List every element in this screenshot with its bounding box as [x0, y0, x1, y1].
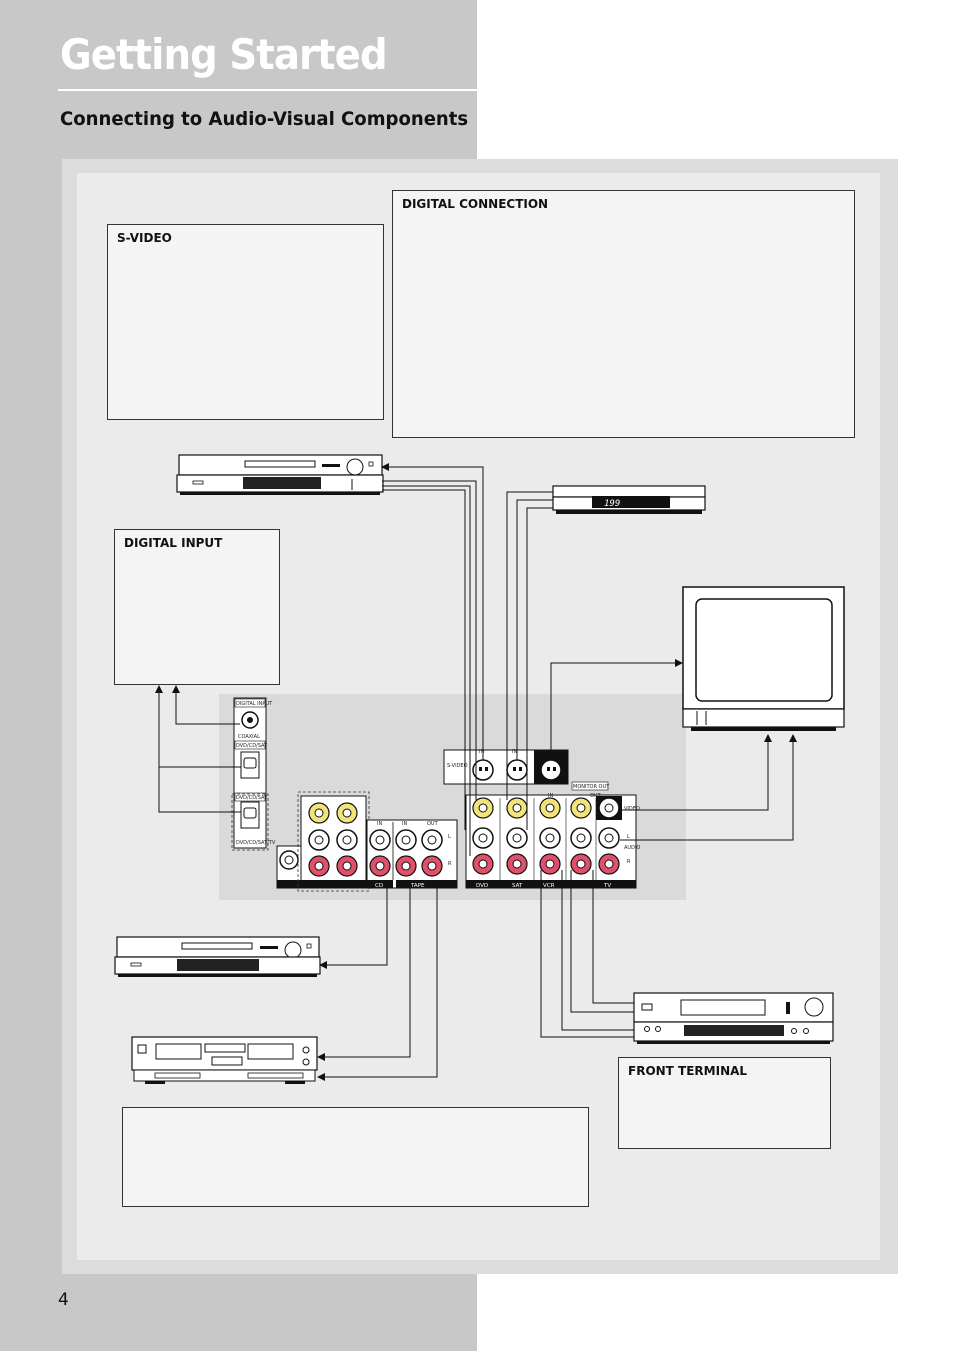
receiver-svideo-video-block: S-VIDEO IN IN MONITOR OUT IN OUT: [443, 749, 640, 889]
front-terminal-note-box: FRONT TERMINAL: [618, 1057, 831, 1149]
video-out-text: OUT: [590, 793, 602, 799]
section-cd-label: CD: [375, 883, 383, 889]
cd-tape-l-text: L: [448, 834, 451, 840]
section-dvd-label: DVD: [476, 883, 488, 889]
video-block-r-text: R: [627, 859, 631, 865]
digital-input-terminal-column: DIGITAL INPUT COAXIAL DVD/CD/SAT DVD/CD/…: [231, 697, 276, 851]
section-tape-label: TAPE: [410, 883, 425, 889]
bottom-note-box: [122, 1107, 589, 1207]
section-vcr-label: VCR: [543, 883, 555, 889]
cd-tape-r-text: R: [448, 861, 452, 867]
receiver-cd-tape-block: IN IN OUT L R CD TAPE: [366, 819, 458, 889]
tape-out-text: OUT: [427, 821, 439, 827]
digital-input-note-label: DIGITAL INPUT: [124, 536, 223, 550]
monitor-out-text: MONITOR OUT: [573, 784, 610, 790]
cassette-deck-device: [131, 1036, 318, 1084]
svideo-in1-text: IN: [479, 749, 484, 755]
video-in3-text: IN: [548, 793, 553, 799]
optical1-text: DVD/CD/SAT: [236, 743, 268, 749]
tape-in-text: IN: [402, 821, 407, 827]
svideo-note-label: S-VIDEO: [117, 231, 172, 245]
optical3-text: DVD/CD/SAT/TV: [236, 840, 276, 846]
page-number: 4: [58, 1290, 69, 1310]
optical2-text: DVD/CD/SAT: [236, 795, 268, 801]
svideo-note-box: S-VIDEO: [107, 224, 384, 420]
digital-connection-note-label: DIGITAL CONNECTION: [402, 197, 549, 211]
video-text: VIDEO: [624, 806, 640, 812]
satellite-display-readout: 199: [604, 499, 620, 509]
section-tv-label: TV: [603, 883, 611, 889]
cd-in-text: IN: [377, 821, 382, 827]
satellite-receiver-device: 199: [552, 485, 706, 514]
digital-input-header-text: DIGITAL INPUT: [236, 701, 273, 707]
front-terminal-note-label: FRONT TERMINAL: [628, 1064, 748, 1078]
svideo-in2-text: IN: [512, 749, 517, 755]
svideo-text: S-VIDEO: [447, 763, 468, 769]
dvd-player-device: [176, 454, 384, 495]
cd-player-device: [114, 936, 321, 977]
audio-text: AUDIO: [624, 845, 640, 851]
section-sat-label: SAT: [512, 883, 523, 889]
digital-input-note-box: DIGITAL INPUT: [114, 529, 280, 685]
digital-connection-note-box: DIGITAL CONNECTION: [392, 190, 855, 438]
television-device: [682, 586, 845, 731]
connection-cables: [155, 463, 797, 1081]
title-rule: [58, 89, 477, 91]
video-block-l-text: L: [627, 834, 630, 840]
page-subtitle: Connecting to Audio-Visual Components: [60, 108, 469, 130]
page-title: Getting Started: [60, 30, 388, 79]
coaxial-text: COAXIAL: [238, 734, 260, 740]
vcr-device: [633, 992, 834, 1044]
receiver-left-jack-block: [276, 791, 370, 892]
